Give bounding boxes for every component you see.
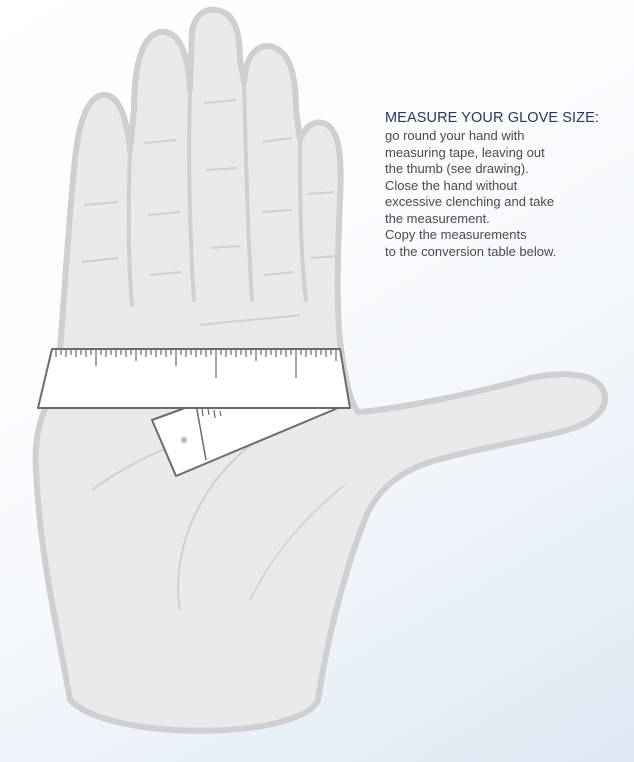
instruction-line: excessive clenching and take xyxy=(385,194,625,211)
instruction-line: Copy the measurements xyxy=(385,227,625,244)
instruction-line: measuring tape, leaving out xyxy=(385,145,625,162)
instruction-line: Close the hand without xyxy=(385,178,625,195)
instructions-heading: MEASURE YOUR GLOVE SIZE: xyxy=(385,110,625,126)
measurement-instructions: MEASURE YOUR GLOVE SIZE: go round your h… xyxy=(385,110,625,260)
instruction-line: to the conversion table below. xyxy=(385,244,625,261)
instruction-line: the thumb (see drawing). xyxy=(385,161,625,178)
instruction-line: the measurement. xyxy=(385,211,625,228)
tape-band xyxy=(38,349,350,408)
instruction-line: go round your hand with xyxy=(385,128,625,145)
tape-rivet xyxy=(181,437,187,443)
